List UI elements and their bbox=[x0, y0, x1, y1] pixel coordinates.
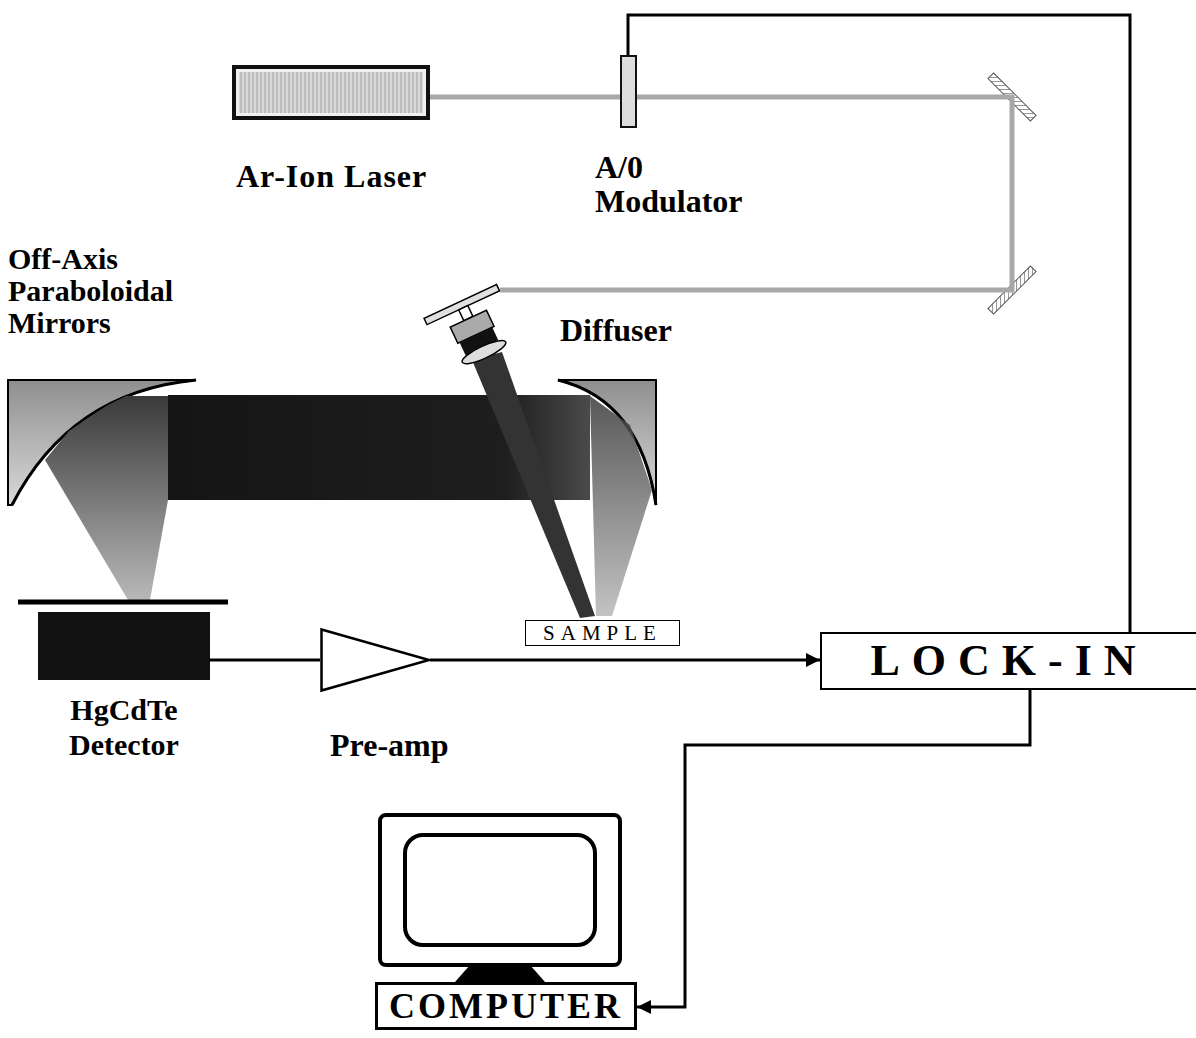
sample-box: SAMPLE bbox=[525, 620, 680, 646]
detector-window bbox=[18, 600, 228, 605]
computer-label: COMPUTER bbox=[389, 988, 623, 1024]
signal-wire bbox=[637, 690, 1030, 1007]
diffuser-holder bbox=[424, 284, 523, 374]
mirror-label: Off-Axis Paraboloidal Mirrors bbox=[8, 243, 233, 339]
amplifier-symbol bbox=[320, 628, 430, 692]
sample-label: SAMPLE bbox=[543, 623, 662, 644]
monitor-screen bbox=[405, 835, 595, 945]
monitor-frame bbox=[380, 815, 620, 965]
light-cone bbox=[45, 396, 168, 600]
diffuser-label: Diffuser bbox=[560, 312, 672, 348]
signal-wire bbox=[430, 659, 820, 662]
signal-wire bbox=[628, 15, 1130, 632]
laser-beam bbox=[500, 97, 1012, 290]
detector-box: HgCdTe Detector bbox=[38, 612, 210, 680]
excitation-beam bbox=[472, 352, 595, 618]
modulator-box: A/0 Modulator bbox=[620, 55, 637, 128]
lockin-label: LOCK-IN bbox=[870, 639, 1147, 683]
amplifier-outline bbox=[322, 630, 430, 691]
laser-label: Ar-Ion Laser bbox=[236, 158, 427, 194]
light-cone bbox=[590, 396, 652, 616]
monitor-stand bbox=[455, 965, 545, 982]
preamp-label: Pre-amp bbox=[330, 727, 448, 763]
laser-box: Ar-Ion Laser bbox=[232, 65, 430, 120]
preamp-triangle: Pre-amp bbox=[320, 628, 430, 692]
signal-wire bbox=[210, 659, 320, 662]
diffuser: Diffuser bbox=[420, 283, 500, 363]
lockin-box: LOCK-IN bbox=[820, 632, 1196, 690]
computer-base: COMPUTER bbox=[375, 982, 637, 1030]
modulator-label: A/0 Modulator bbox=[595, 150, 775, 218]
detector-label: HgCdTe Detector bbox=[38, 692, 210, 762]
laser-beam bbox=[430, 95, 620, 100]
